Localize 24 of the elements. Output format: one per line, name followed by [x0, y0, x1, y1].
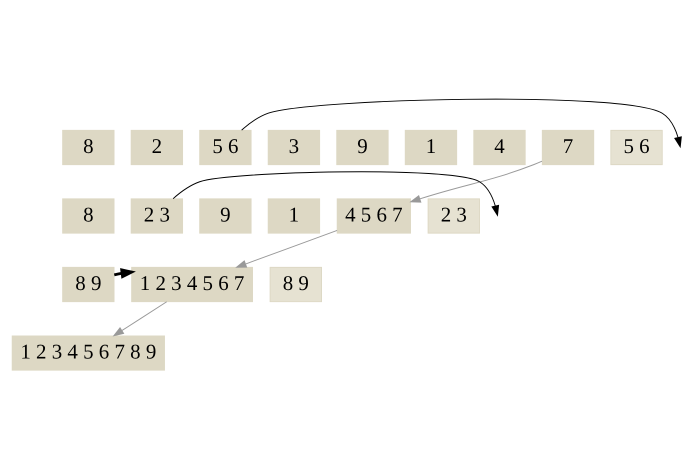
- node-box: 5 6: [610, 129, 663, 165]
- node-box: 9: [199, 198, 252, 234]
- node-box: 1 2 3 4 5 6 7: [131, 266, 253, 302]
- node-box: 7: [542, 129, 594, 165]
- node-box: 2 3: [130, 198, 184, 234]
- node-box: 1: [268, 198, 320, 234]
- node-box: 9: [336, 129, 389, 165]
- node-box: 3: [268, 129, 320, 165]
- node-box: 1 2 3 4 5 6 7 8 9: [12, 334, 165, 370]
- node-box: 1: [404, 129, 458, 165]
- node-box: 8: [62, 129, 115, 165]
- arrow: [241, 98, 682, 148]
- node-box: 8: [62, 198, 115, 234]
- node-box: 5 6: [199, 129, 252, 165]
- node-box: 8 9: [62, 266, 115, 302]
- arrow: [112, 300, 168, 336]
- node-box: 4 5 6 7: [336, 198, 411, 234]
- arrow: [409, 160, 542, 202]
- arrow: [172, 170, 500, 216]
- node-box: 2: [130, 129, 184, 165]
- node-box: 4: [473, 129, 526, 165]
- node-box: 2 3: [428, 198, 480, 234]
- node-box: 8 9: [270, 266, 322, 302]
- arrow: [235, 229, 338, 268]
